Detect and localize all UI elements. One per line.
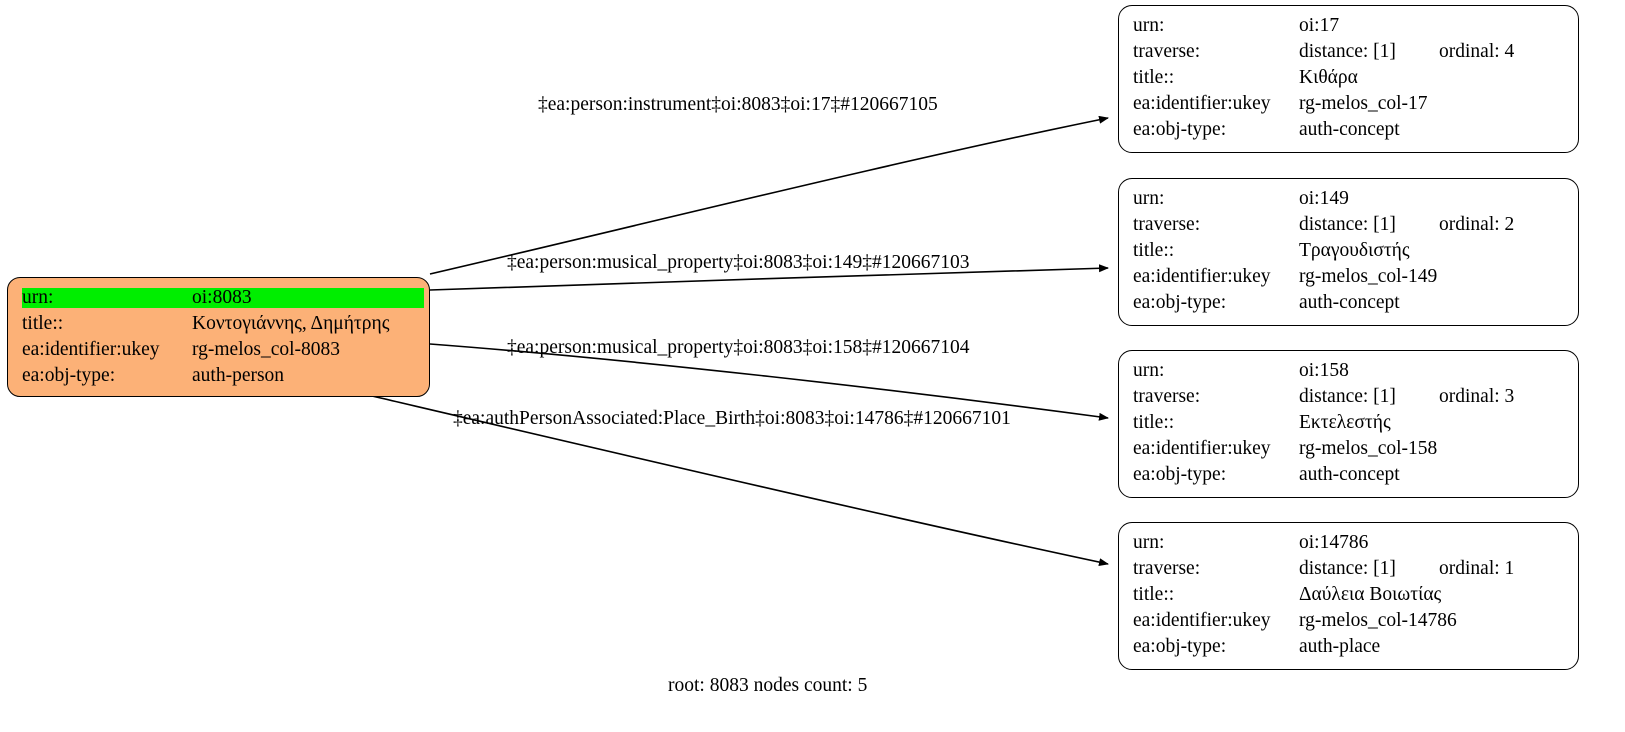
node-row-title: title:: Εκτελεστής [1133,413,1564,439]
node-value-title: Δαύλεια Βοιωτίας [1299,584,1442,605]
root-label-objtype: ea:obj-type: [22,365,116,386]
node-value-distance: distance: [1] [1299,386,1396,407]
node-oi14786[interactable]: urn: oi:14786 traverse: distance: [1] or… [1118,522,1579,670]
node-value-urn: oi:158 [1299,360,1349,381]
node-label-objtype: ea:obj-type: [1133,119,1227,140]
edge-label-instrument: ‡ea:person:instrument‡oi:8083‡oi:17‡#120… [538,94,938,115]
node-value-urn: oi:17 [1299,15,1340,36]
node-row-traverse: traverse: distance: [1] ordinal: 4 [1133,42,1564,68]
node-value-ukey: rg-melos_col-17 [1299,93,1428,114]
node-label-ukey: ea:identifier:ukey [1133,266,1271,287]
root-value-title: Κοντογιάννης, Δημήτρης [192,313,390,334]
node-value-ukey: rg-melos_col-14786 [1299,610,1457,631]
node-value-objtype: auth-concept [1299,464,1400,485]
edge-label-musical-property-149: ‡ea:person:musical_property‡oi:8083‡oi:1… [507,252,970,273]
node-label-urn: urn: [1133,15,1165,36]
node-value-objtype: auth-concept [1299,119,1400,140]
node-value-distance: distance: [1] [1299,214,1396,235]
root-label-urn: urn: [22,288,192,308]
node-row-title: title:: Κιθάρα [1133,68,1564,94]
node-label-objtype: ea:obj-type: [1133,292,1227,313]
node-row-urn: urn: oi:14786 [1133,533,1564,559]
root-value-urn: oi:8083 [192,288,424,308]
root-value-ukey: rg-melos_col-8083 [192,339,341,360]
node-label-title: title:: [1133,584,1175,605]
node-row-urn: urn: oi:149 [1133,189,1564,215]
node-value-urn: oi:14786 [1299,532,1369,553]
node-label-objtype: ea:obj-type: [1133,464,1227,485]
root-row-title: title:: Κοντογιάννης, Δημήτρης [22,314,415,340]
node-row-ukey: ea:identifier:ukey rg-melos_col-14786 [1133,611,1564,637]
node-label-traverse: traverse: [1133,214,1201,235]
node-value-ukey: rg-melos_col-149 [1299,266,1438,287]
node-row-objtype: ea:obj-type: auth-concept [1133,465,1564,491]
root-value-objtype: auth-person [192,365,285,386]
edge-label-place-birth: ‡ea:authPersonAssociated:Place_Birth‡oi:… [453,408,1011,429]
node-row-traverse: traverse: distance: [1] ordinal: 3 [1133,387,1564,413]
node-value-objtype: auth-concept [1299,292,1400,313]
node-row-ukey: ea:identifier:ukey rg-melos_col-149 [1133,267,1564,293]
node-label-ukey: ea:identifier:ukey [1133,93,1271,114]
root-row-urn: urn: oi:8083 [22,288,424,314]
node-row-title: title:: Τραγουδιστής [1133,241,1564,267]
node-row-objtype: ea:obj-type: auth-concept [1133,293,1564,319]
node-value-distance: distance: [1] [1299,558,1396,579]
node-label-ukey: ea:identifier:ukey [1133,610,1271,631]
node-row-urn: urn: oi:17 [1133,16,1564,42]
node-label-title: title:: [1133,67,1175,88]
root-row-ukey: ea:identifier:ukey rg-melos_col-8083 [22,340,415,366]
node-label-traverse: traverse: [1133,558,1201,579]
node-oi17[interactable]: urn: oi:17 traverse: distance: [1] ordin… [1118,5,1579,153]
node-row-objtype: ea:obj-type: auth-concept [1133,120,1564,146]
node-label-urn: urn: [1133,532,1165,553]
edge-label-musical-property-158: ‡ea:person:musical_property‡oi:8083‡oi:1… [507,337,970,358]
node-value-ordinal: ordinal: 3 [1439,386,1515,407]
node-row-traverse: traverse: distance: [1] ordinal: 2 [1133,215,1564,241]
node-row-ukey: ea:identifier:ukey rg-melos_col-17 [1133,94,1564,120]
node-value-ukey: rg-melos_col-158 [1299,438,1438,459]
node-row-title: title:: Δαύλεια Βοιωτίας [1133,585,1564,611]
node-value-distance: distance: [1] [1299,41,1396,62]
node-value-title: Τραγουδιστής [1299,240,1410,261]
graph-caption: root: 8083 nodes count: 5 [668,675,868,696]
node-oi158[interactable]: urn: oi:158 traverse: distance: [1] ordi… [1118,350,1579,498]
node-value-ordinal: ordinal: 4 [1439,41,1515,62]
node-value-ordinal: ordinal: 1 [1439,558,1515,579]
node-value-objtype: auth-place [1299,636,1381,657]
node-value-title: Κιθάρα [1299,67,1358,88]
node-label-traverse: traverse: [1133,41,1201,62]
node-root-oi8083[interactable]: urn: oi:8083 title:: Κοντογιάννης, Δημήτ… [7,277,430,397]
root-row-objtype: ea:obj-type: auth-person [22,366,415,392]
node-label-title: title:: [1133,240,1175,261]
node-row-objtype: ea:obj-type: auth-place [1133,637,1564,663]
node-label-traverse: traverse: [1133,386,1201,407]
root-label-ukey: ea:identifier:ukey [22,339,160,360]
root-label-title: title:: [22,313,64,334]
node-value-ordinal: ordinal: 2 [1439,214,1515,235]
node-label-ukey: ea:identifier:ukey [1133,438,1271,459]
node-oi149[interactable]: urn: oi:149 traverse: distance: [1] ordi… [1118,178,1579,326]
node-row-traverse: traverse: distance: [1] ordinal: 1 [1133,559,1564,585]
node-row-urn: urn: oi:158 [1133,361,1564,387]
node-row-ukey: ea:identifier:ukey rg-melos_col-158 [1133,439,1564,465]
node-value-title: Εκτελεστής [1299,412,1391,433]
node-label-urn: urn: [1133,188,1165,209]
edge-instrument-oi17 [429,115,1109,275]
node-value-urn: oi:149 [1299,188,1349,209]
node-label-objtype: ea:obj-type: [1133,636,1227,657]
node-label-title: title:: [1133,412,1175,433]
node-label-urn: urn: [1133,360,1165,381]
